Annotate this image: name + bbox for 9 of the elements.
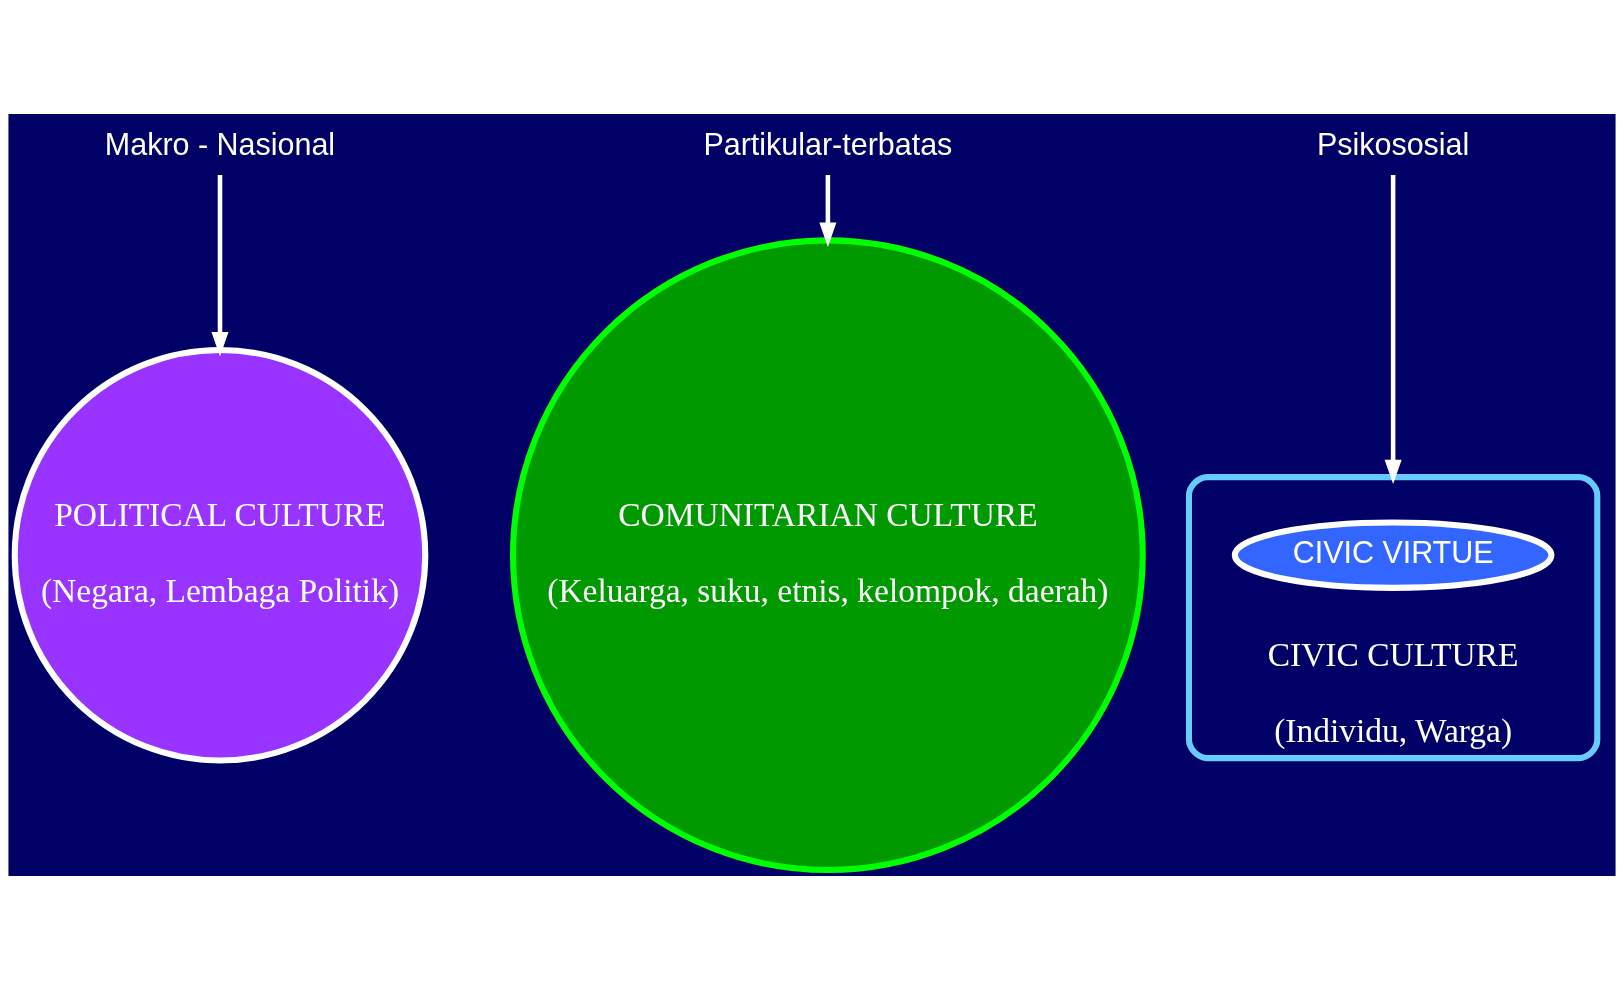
node-text: Makro - Nasional <box>104 127 336 162</box>
node-ellipse: CIVIC VIRTUE <box>1231 519 1555 591</box>
arrow <box>819 174 837 247</box>
node-circle: POLITICAL CULTURE (Negara, Lembaga Politik) <box>11 346 429 764</box>
arrow <box>211 174 229 357</box>
node-text: Partikular-terbatas <box>703 127 953 162</box>
arrow <box>1384 174 1402 485</box>
node-text: Psikososial <box>1316 127 1470 162</box>
node-circle: COMUNITARIAN CULTURE (Keluarga, suku, etnis, kelompok, daerah) <box>510 237 1146 874</box>
